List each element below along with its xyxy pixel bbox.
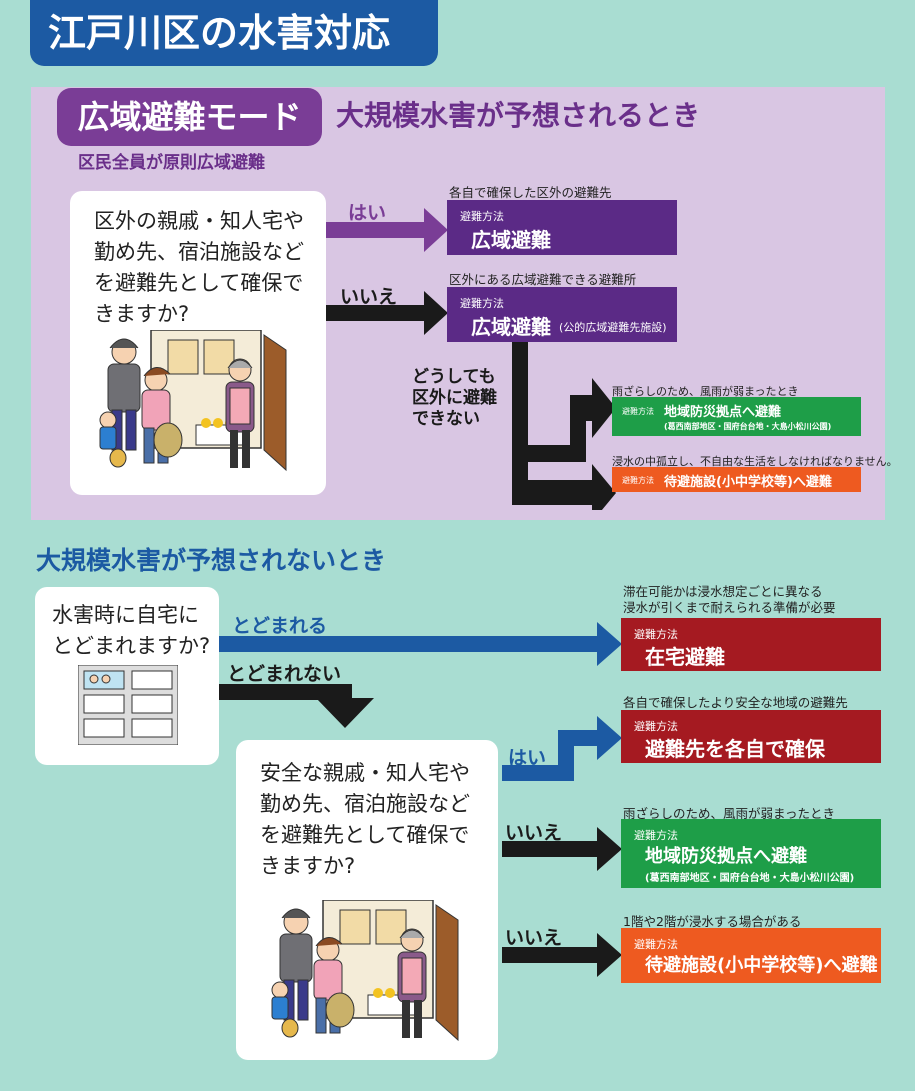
nostay-arrow (219, 684, 374, 728)
method-name: 在宅避難 (645, 645, 725, 669)
method-suffix: (公的広域避難先施設) (559, 321, 667, 334)
method-label: 避難方法 (622, 407, 654, 416)
no-arrow-local-2 (502, 933, 622, 977)
stay-arrow (219, 622, 622, 666)
no-note: 区外にある広域避難できる避難所 (449, 272, 637, 287)
method-box-local-green: 避難方法 地域防災拠点へ避難 (葛西南部地区・国府台台地・大島小松川公園) (621, 819, 881, 888)
wide-flow-arrows (326, 208, 616, 510)
page-title: 江戸川区の水害対応 (30, 0, 438, 66)
yes-note: 各自で確保した区外の避難先 (449, 185, 612, 200)
method-label: 避難方法 (634, 720, 678, 733)
method-box-wide-green: 避難方法 地域防災拠点へ避難 (葛西南部地区・国府台台地・大島小松川公園) (612, 397, 861, 436)
wide-subheading: 区民全員が原則広域避難 (78, 153, 265, 173)
question-line: 水害時に自宅に (52, 603, 199, 627)
method-label: 避難方法 (634, 628, 678, 641)
method-box-wide-no: 避難方法 広域避難 (公的広域避難先施設) (447, 287, 677, 342)
method-name: 避難先を各自で確保 (645, 737, 825, 761)
mode-tab: 広域避難モード (57, 88, 322, 146)
method-sub: (葛西南部地区・国府台台地・大島小松川公園) (664, 422, 832, 431)
question-text-stay: 水害時に自宅に とどまれますか? (52, 600, 217, 662)
method-name: 待避施設(小中学校等)へ避難 (645, 955, 878, 976)
stay-label: とどまれる (232, 615, 328, 637)
family-illustration (99, 330, 287, 472)
yes-label: はい (348, 202, 387, 224)
question-line: 安全な親戚・知人宅や (260, 761, 470, 785)
yes-label-local: はい (508, 747, 547, 769)
question-line: を避難先として確保で (94, 271, 304, 295)
green-note: 雨ざらしのため、風雨が弱まったとき (612, 385, 799, 398)
stay-note-line: 浸水が引くまで耐えられる準備が必要 (623, 600, 836, 615)
family-illustration (271, 900, 459, 1042)
method-label: 避難方法 (460, 210, 504, 223)
yes-arrow-local (502, 716, 622, 781)
question-line: 勤め先、宿泊施設など (260, 792, 470, 816)
orange-note: 浸水の中孤立し、不自由な生活をしなければなりません。 (612, 455, 898, 468)
method-sub: (葛西南部地区・国府台台地・大島小松川公園) (645, 873, 855, 884)
method-name: 地域防災拠点へ避難 (645, 846, 807, 867)
local-flow-arrows (219, 622, 622, 977)
apartment-illustration (78, 665, 178, 745)
no-label-local: いいえ (505, 822, 563, 844)
orange-note-local: 1階や2階が浸水する場合がある (623, 914, 802, 929)
question-text-wide: 区外の親戚・知人宅や 勤め先、宿泊施設など を避難先として確保で きますか? (94, 206, 319, 330)
yes-arrow (326, 208, 448, 252)
cannot-line: 区外に避難 (412, 388, 497, 408)
green-note-local: 雨ざらしのため、風雨が弱まったとき (623, 806, 836, 821)
stay-note: 滞在可能かは浸水想定ごとに異なる 浸水が引くまで耐えられる準備が必要 (623, 584, 836, 616)
question-line: 区外の親戚・知人宅や (94, 209, 304, 233)
method-label: 避難方法 (634, 829, 678, 842)
cannot-line: できない (412, 409, 480, 429)
method-name: 広域避難 (471, 228, 551, 252)
self-note: 各自で確保したより安全な地域の避難先 (623, 695, 848, 710)
method-box-wide-yes: 避難方法 広域避難 (447, 200, 677, 255)
method-box-self: 避難方法 避難先を各自で確保 (621, 710, 881, 763)
cannot-evacuate-label: どうしても 区外に避難 できない (412, 367, 497, 430)
question-line: きますか? (94, 302, 190, 326)
nostay-label: とどまれない (227, 663, 342, 685)
question-text-safe: 安全な親戚・知人宅や 勤め先、宿泊施設など を避難先として確保で きますか? (260, 758, 490, 882)
method-label: 避難方法 (460, 297, 504, 310)
no-label: いいえ (340, 286, 398, 308)
question-line: 勤め先、宿泊施設など (94, 240, 304, 264)
no-arrow-local (502, 827, 622, 871)
local-heading: 大規模水害が予想されないとき (36, 546, 387, 575)
method-box-stay: 避難方法 在宅避難 (621, 618, 881, 671)
no-arrow (326, 291, 448, 335)
no-label-local-2: いいえ (505, 927, 563, 949)
method-name: 地域防災拠点へ避難 (664, 405, 782, 420)
question-line: とどまれますか? (52, 634, 211, 658)
cannot-arrow (512, 340, 616, 510)
question-line: きますか? (260, 854, 356, 878)
method-box-local-orange: 避難方法 待避施設(小中学校等)へ避難 (621, 928, 881, 983)
method-label: 避難方法 (622, 476, 654, 485)
question-line: を避難先として確保で (260, 823, 470, 847)
method-box-wide-orange: 避難方法 待避施設(小中学校等)へ避難 (612, 467, 861, 492)
method-name: 広域避難 (471, 315, 551, 339)
method-label: 避難方法 (634, 938, 678, 951)
stay-note-line: 滞在可能かは浸水想定ごとに異なる (623, 584, 823, 599)
wide-heading: 大規模水害が予想されるとき (336, 99, 701, 132)
cannot-line: どうしても (412, 367, 496, 387)
method-name: 待避施設(小中学校等)へ避難 (664, 475, 832, 490)
